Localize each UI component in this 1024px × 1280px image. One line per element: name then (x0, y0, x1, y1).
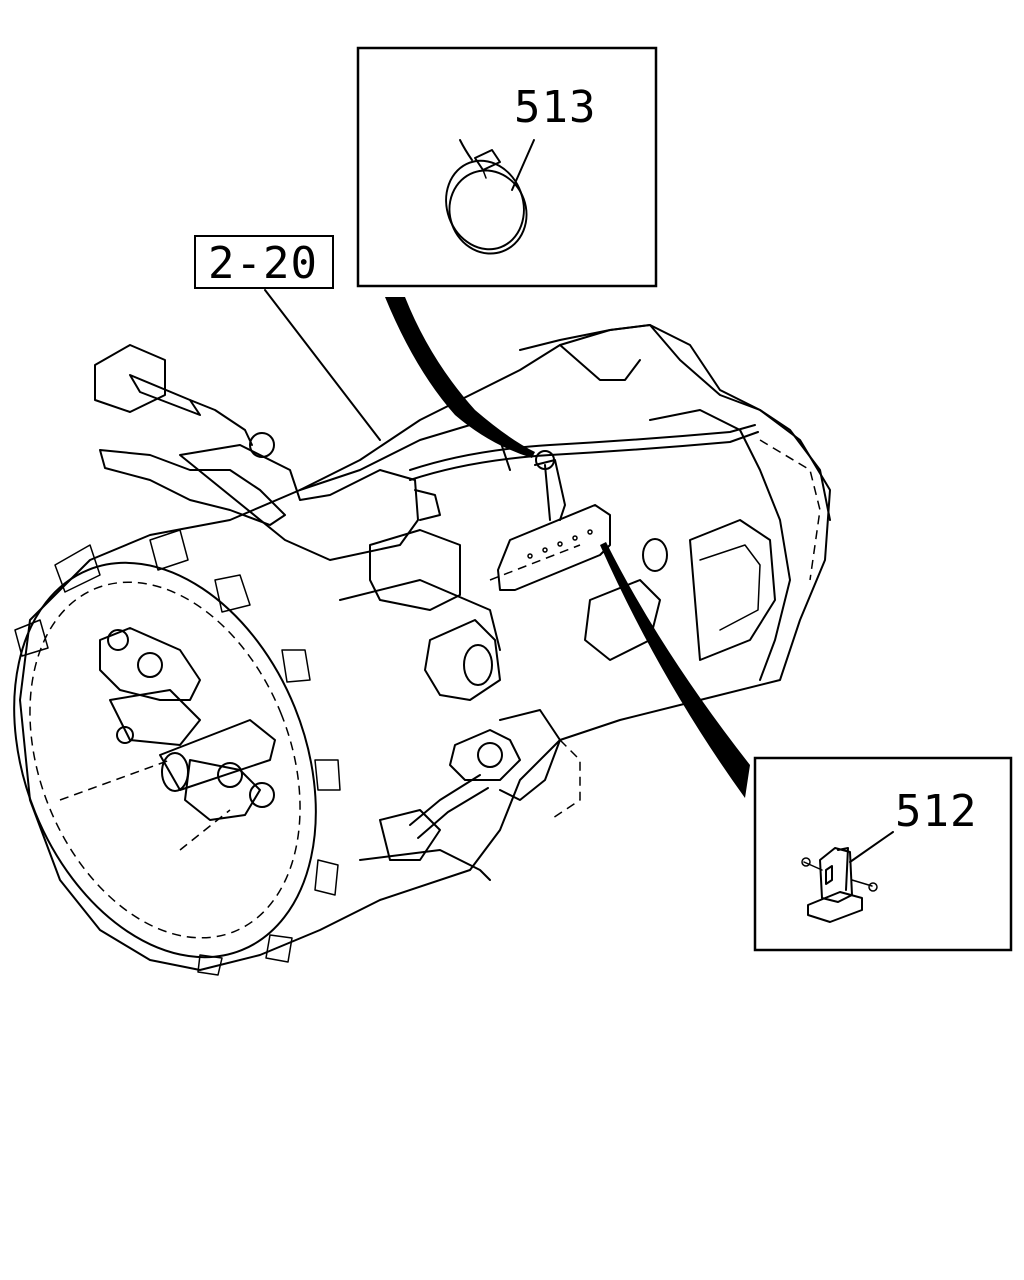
transmission-assembly (13, 324, 831, 976)
part-number-513: 513 (514, 82, 596, 133)
detail-box-clamp: 513 (356, 46, 658, 288)
leader-clamp (385, 297, 535, 458)
leader-clip (600, 542, 750, 798)
harness-clip-icon (801, 847, 878, 923)
part-number-512: 512 (895, 786, 977, 837)
leader-ref-assembly (264, 289, 381, 441)
leader-lines (264, 289, 750, 798)
ref-assembly-label: 2-20 (208, 238, 318, 289)
hose-clamp-icon (445, 139, 528, 255)
ref-assembly-box[interactable]: 2-20 (194, 235, 334, 289)
detail-box-clip: 512 (753, 756, 1013, 952)
